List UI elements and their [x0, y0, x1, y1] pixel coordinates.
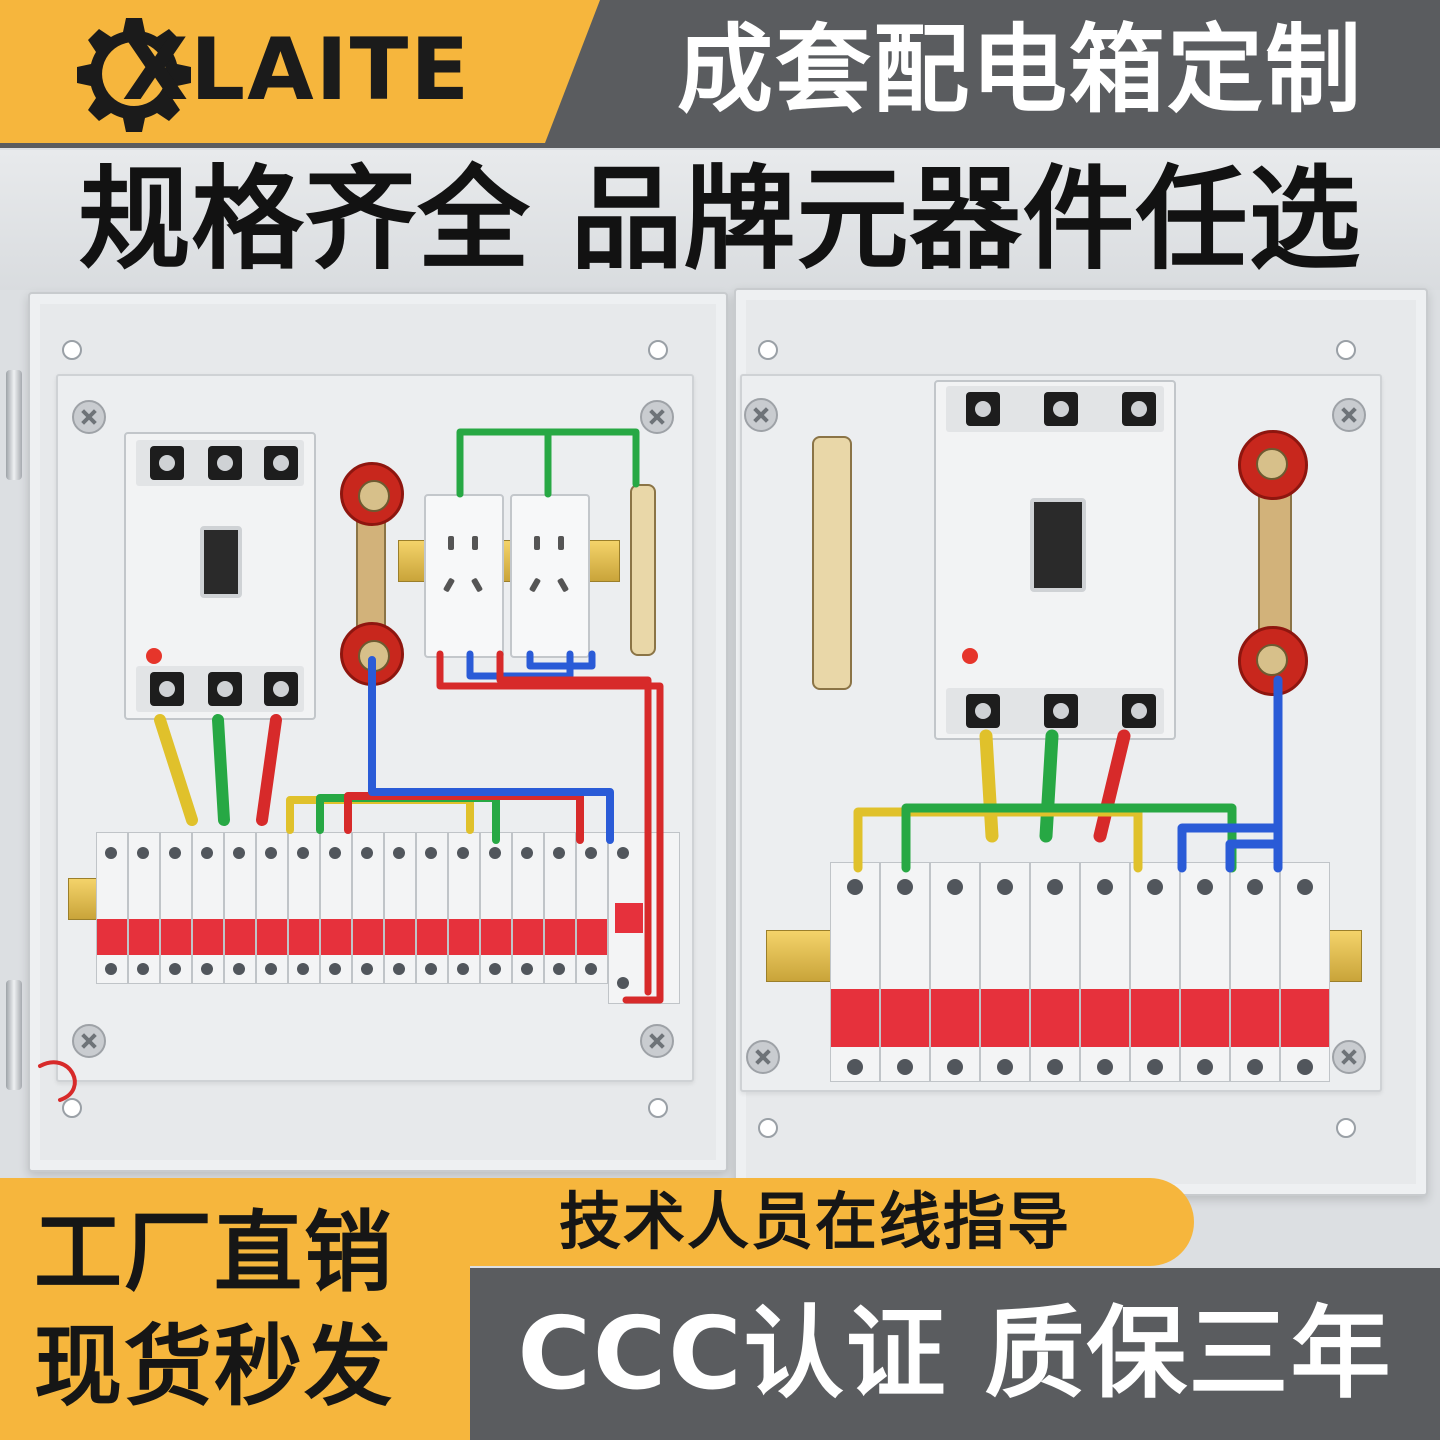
certification-text: CCC认证 质保三年	[517, 1295, 1393, 1412]
cert-band	[470, 1268, 1440, 1440]
mount-hole	[1336, 340, 1356, 360]
mount-hole	[62, 1098, 82, 1118]
brand-name: XLAITE	[122, 20, 472, 120]
screw-icon	[640, 400, 674, 434]
left-main-breaker	[124, 432, 316, 720]
top-slogan: 成套配电箱定制	[677, 14, 1363, 126]
mount-hole	[758, 340, 778, 360]
hinge-top	[6, 370, 22, 480]
screw-icon	[1332, 1040, 1366, 1074]
screw-icon	[744, 398, 778, 432]
mount-hole	[648, 1098, 668, 1118]
socket-outlet-1	[424, 494, 504, 658]
mount-hole	[1336, 1118, 1356, 1138]
support-text: 技术人员在线指导	[558, 1185, 1071, 1258]
screw-icon	[1332, 398, 1366, 432]
busbar-insulator	[340, 462, 404, 526]
right-ground-busbar	[812, 436, 852, 690]
promo-factory-direct: 工厂直销	[34, 1201, 395, 1304]
mount-hole	[648, 340, 668, 360]
busbar-insulator	[1238, 430, 1308, 500]
gear-icon	[77, 18, 191, 132]
screw-icon	[640, 1024, 674, 1058]
support-pill	[470, 1178, 1194, 1266]
screw-icon	[72, 400, 106, 434]
screw-icon	[746, 1040, 780, 1074]
mount-hole	[758, 1118, 778, 1138]
left-promo-tag: 工厂直销 现货秒发	[0, 1178, 470, 1440]
right-main-breaker	[934, 380, 1176, 740]
left-mcb-row	[96, 832, 680, 1004]
mount-hole	[62, 340, 82, 360]
screw-icon	[72, 1024, 106, 1058]
hinge-bottom	[6, 980, 22, 1090]
left-ground-busbar	[630, 484, 656, 656]
promo-ships-fast: 现货秒发	[34, 1315, 395, 1418]
socket-outlet-2	[510, 494, 590, 658]
busbar-insulator	[1238, 626, 1308, 696]
right-mcb-row	[830, 862, 1330, 1082]
busbar-insulator	[340, 622, 404, 686]
headline: 规格齐全 品牌元器件任选	[0, 150, 1440, 290]
